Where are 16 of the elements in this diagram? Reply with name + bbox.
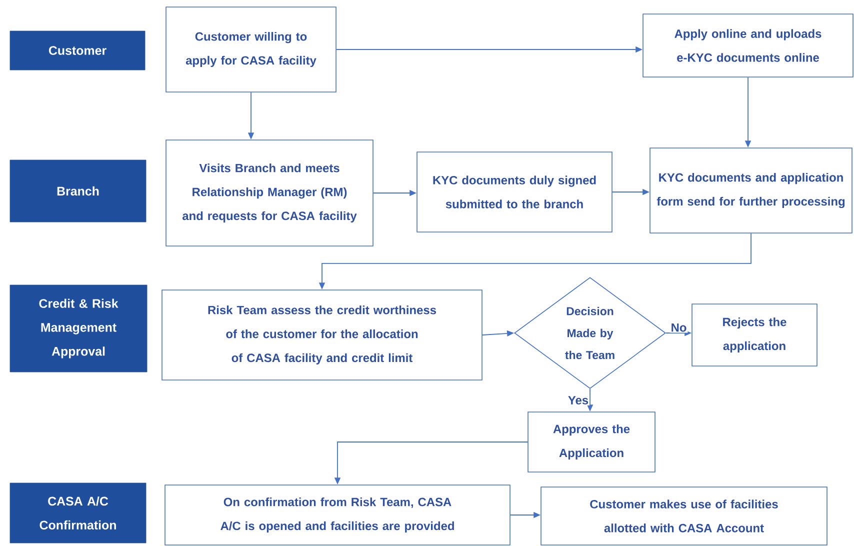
process-box: Rejects the application — [692, 304, 818, 366]
lane-label: Customer — [10, 30, 146, 70]
process-box: On confirmation from Risk Team, CASA A/C is opened and facilities are provided — [164, 484, 510, 546]
edge-label: Yes — [566, 395, 590, 406]
edge-label: No — [670, 322, 688, 333]
process-box: Apply online and uploads e-KYC documents online — [642, 14, 854, 78]
process-box: KYC documents and application form send for further processing — [650, 148, 852, 234]
process-box: Customer willing to apply for CASA facility — [166, 6, 336, 92]
process-box: Approves the Application — [528, 412, 656, 472]
lane-label: Credit & Risk Management Approval — [10, 284, 148, 372]
process-box: Risk Team assess the credit worthiness of the customer for the allocation of CASA facility and credit limit — [162, 290, 482, 380]
lane-label: Branch — [10, 160, 146, 222]
lane-label: CASA A/C Confirmation — [10, 482, 146, 544]
process-box: KYC documents duly signed submitted to the branch — [416, 152, 612, 232]
process-box: Customer makes use of facilities allotted with CASA Account — [540, 486, 828, 546]
process-box: Visits Branch and meets Relationship Manager (RM) and requests for CASA facility — [166, 140, 374, 246]
